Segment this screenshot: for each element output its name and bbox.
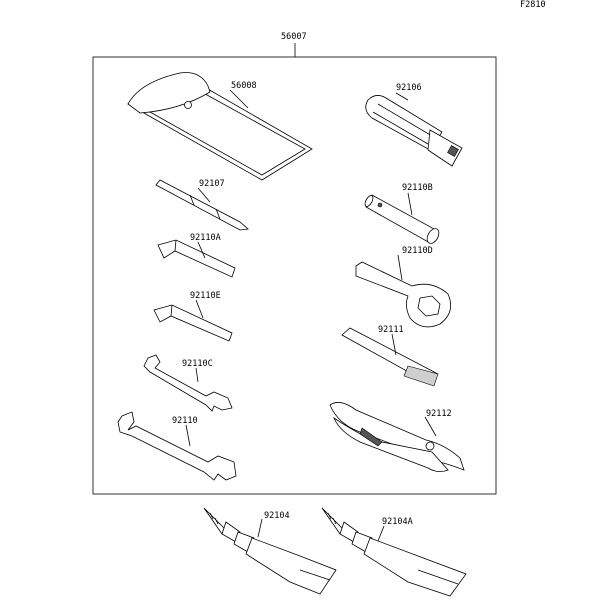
leader-56008 <box>229 89 249 109</box>
label-56007: 56007 <box>281 32 307 42</box>
grease-tube-a <box>203 507 337 595</box>
leader-92111 <box>391 333 397 356</box>
ring-spanner <box>355 261 452 328</box>
open-wrench-large <box>117 411 237 481</box>
leader-92110E <box>195 299 204 319</box>
box-wrench <box>364 194 440 244</box>
label-92104A: 92104A <box>382 517 413 527</box>
label-92110C: 92110C <box>182 359 213 369</box>
leader-92112 <box>424 416 437 437</box>
leader-92110A <box>197 241 206 259</box>
label-92106: 92106 <box>396 83 422 93</box>
figure-code: F2810 <box>520 0 546 10</box>
screwdriver-bit <box>155 179 249 231</box>
hex-key-small <box>153 304 233 342</box>
pliers <box>329 402 465 472</box>
leader-92110 <box>185 424 191 447</box>
leader-92104A <box>377 525 385 542</box>
hex-key-large <box>157 239 236 278</box>
extension-bar <box>341 327 439 387</box>
label-92110B: 92110B <box>402 183 433 193</box>
grease-tube-b <box>321 507 467 597</box>
label-92110A: 92110A <box>190 233 221 243</box>
label-92110: 92110 <box>172 416 198 426</box>
screwdriver-handle <box>365 95 463 167</box>
label-92111: 92111 <box>378 325 404 335</box>
open-wrench-small <box>143 354 233 412</box>
label-92104: 92104 <box>264 511 290 521</box>
label-92107: 92107 <box>199 179 225 189</box>
leader-92110C <box>195 367 199 383</box>
leader-92110D <box>397 254 403 281</box>
label-92110D: 92110D <box>402 246 433 256</box>
label-92110E: 92110E <box>190 291 221 301</box>
label-56008: 56008 <box>231 81 257 91</box>
tool-pouch <box>127 72 313 181</box>
kit-frame <box>92 56 497 495</box>
leader-92107 <box>197 187 211 203</box>
leader-92106 <box>395 92 409 101</box>
leader-92104 <box>257 518 263 538</box>
label-92112: 92112 <box>426 409 452 419</box>
leader-92110B <box>407 192 413 216</box>
